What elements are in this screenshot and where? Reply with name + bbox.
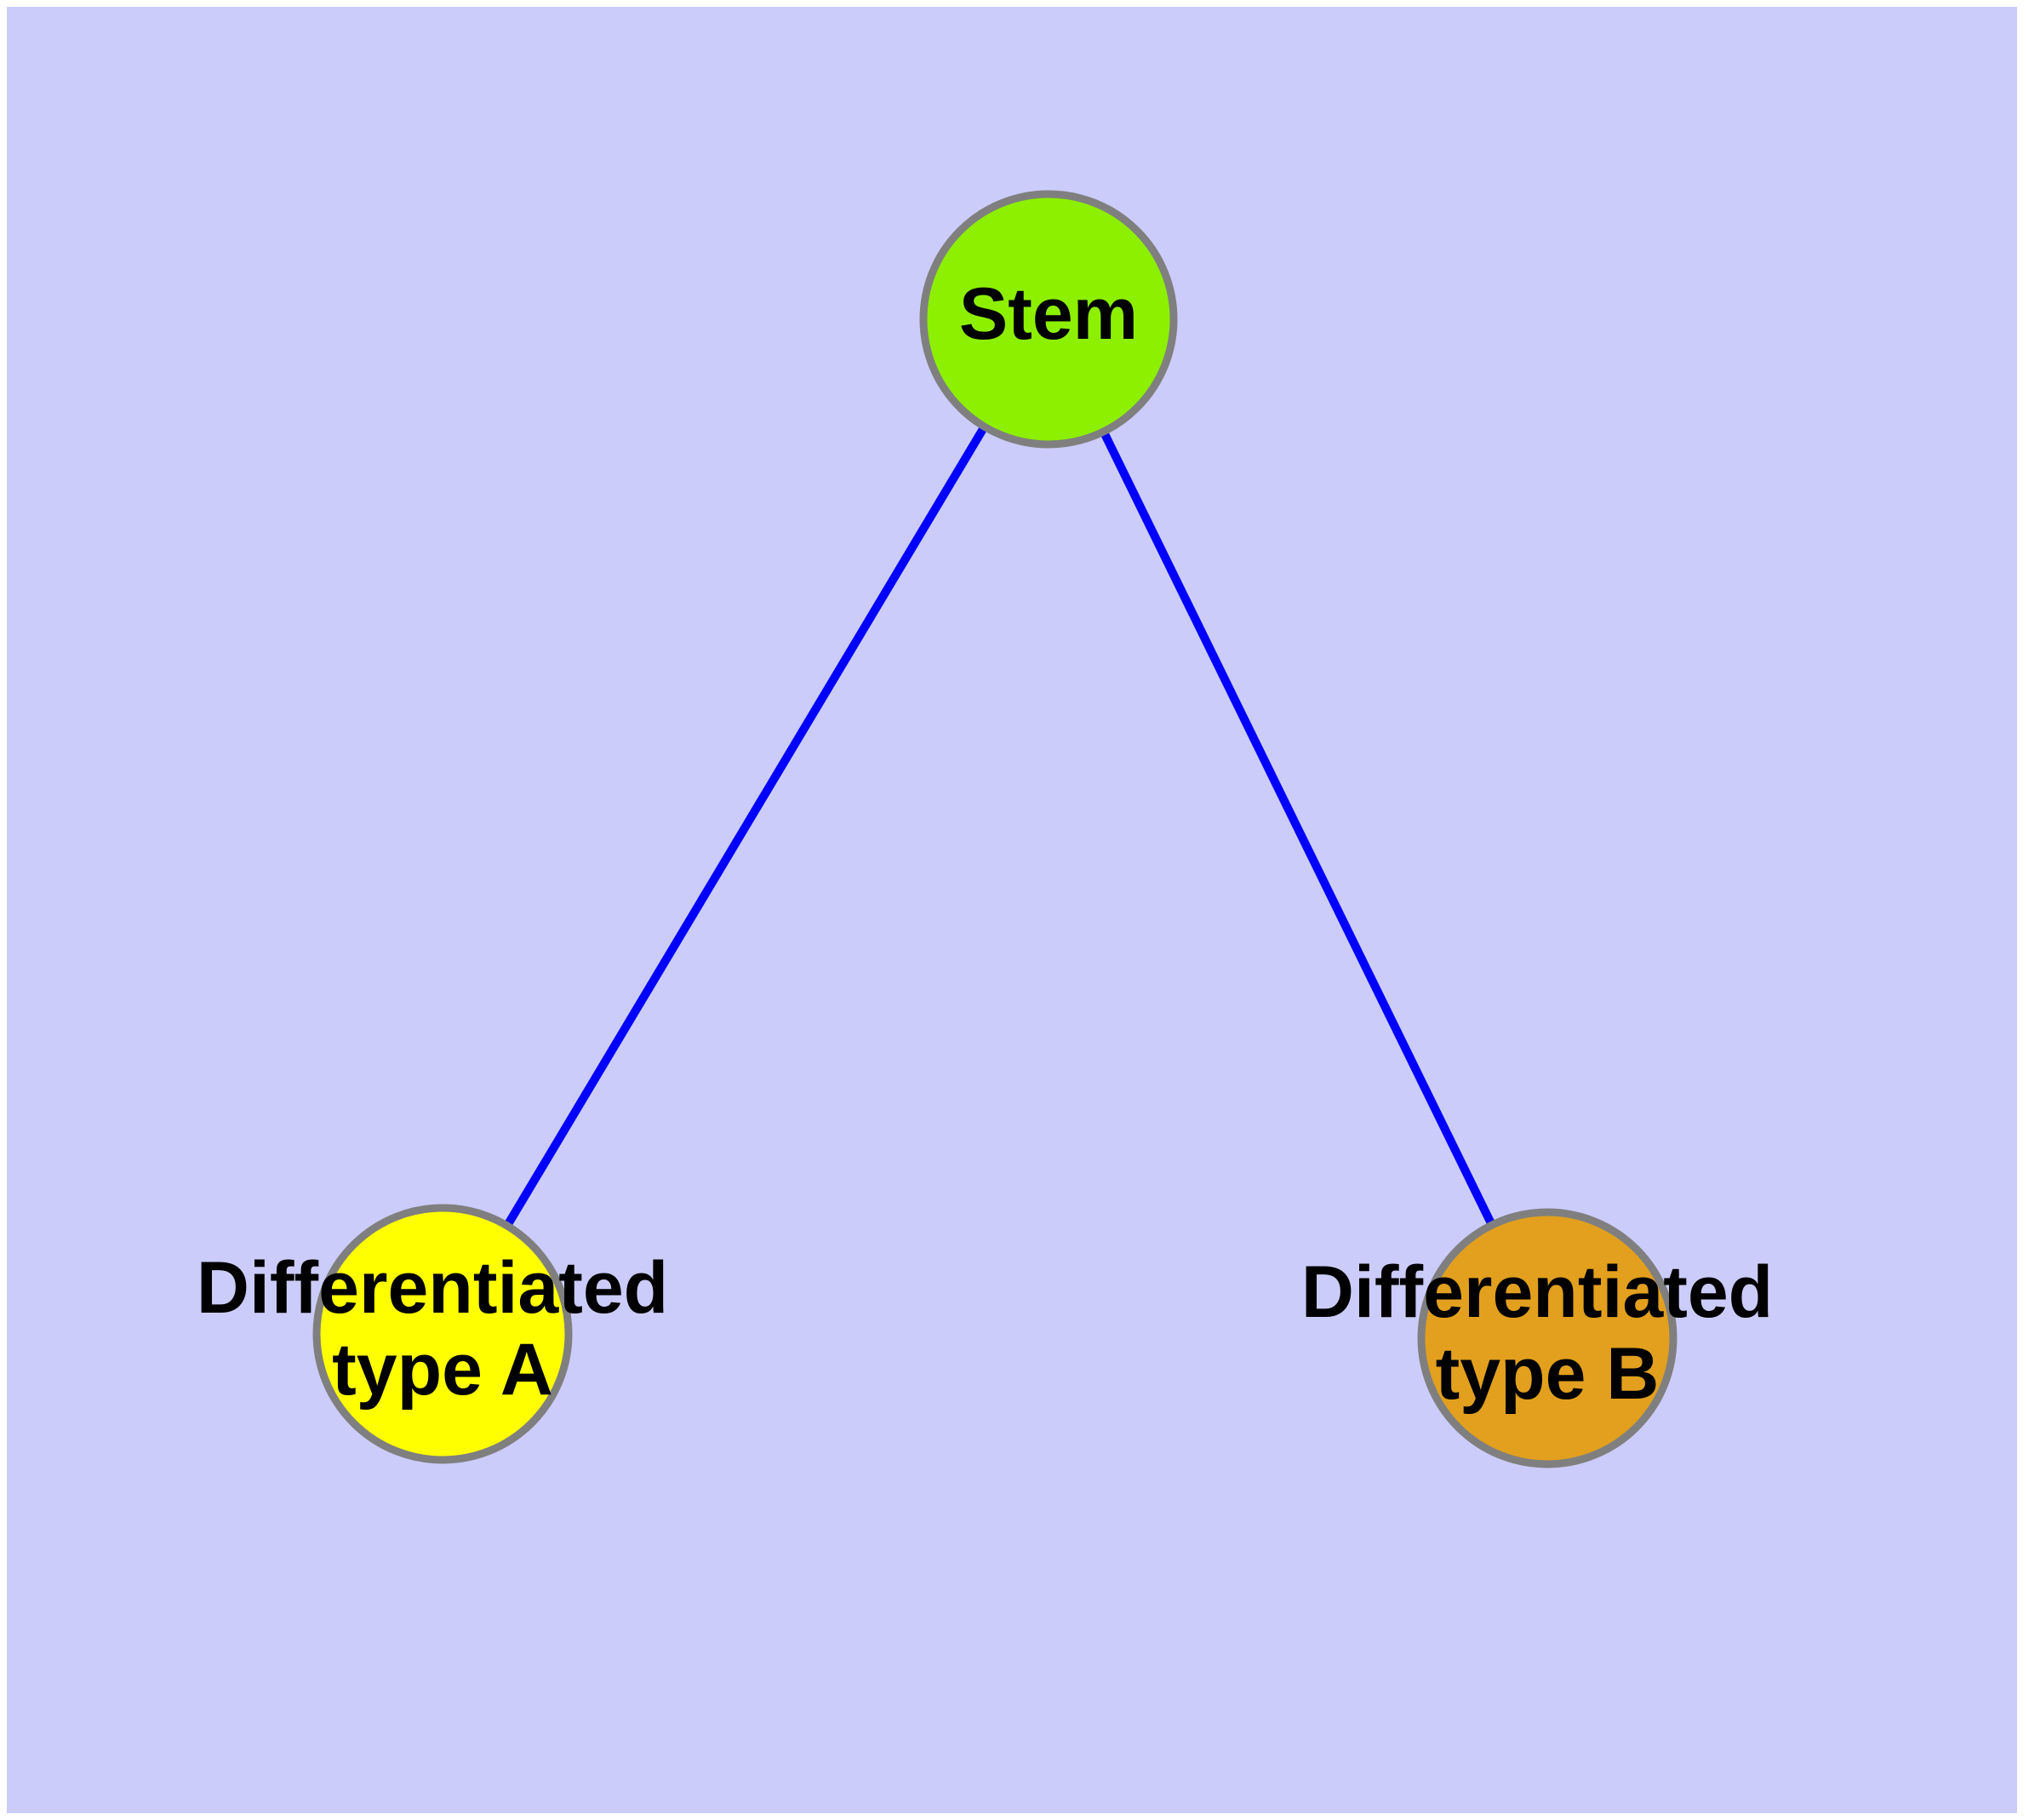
edge-layer [500,420,1499,1233]
label-layer: Stem Differentiated type A Differentiate… [197,273,1793,1415]
node-label-differentiated-type-a: Differentiated type A [197,1247,689,1411]
node-differentiated-type-a[interactable] [312,1204,573,1464]
node-differentiated-type-b[interactable] [1417,1208,1677,1468]
edge-stem-to-differentiated-type-a[interactable] [500,420,991,1233]
cell-differentiation-graph: Stem Differentiated type A Differentiate… [197,190,1793,1468]
edge-stem-to-differentiated-type-b[interactable] [1097,425,1499,1232]
node-label-stem: Stem [959,273,1138,355]
diagram-plot-area: Stem Differentiated type A Differentiate… [7,7,2017,1813]
node-stem[interactable] [919,190,1178,449]
node-layer [312,190,1677,1468]
node-label-differentiated-type-b: Differentiated type B [1301,1251,1793,1415]
